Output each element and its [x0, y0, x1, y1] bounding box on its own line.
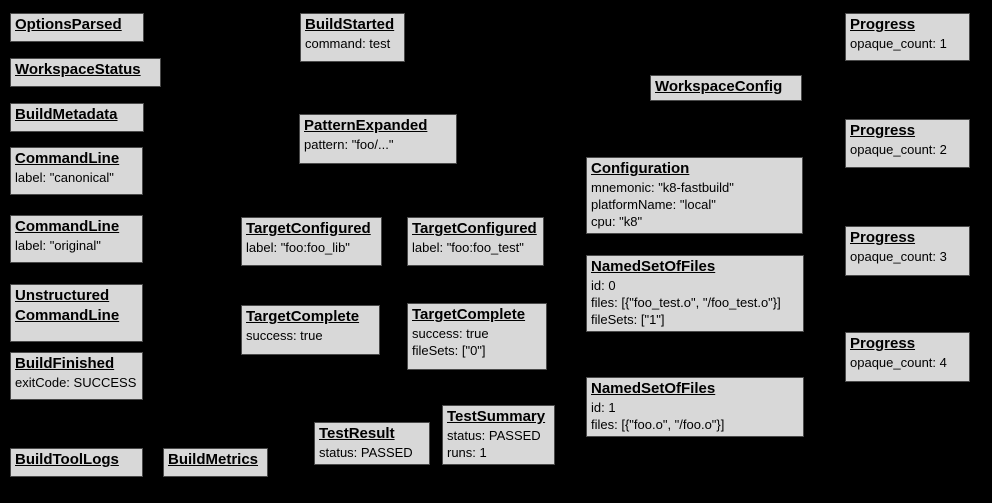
- node-title: BuildMetrics: [168, 451, 259, 468]
- node-field: exitCode: SUCCESS: [15, 375, 137, 390]
- node-field: success: true: [412, 326, 489, 341]
- node-build-metadata: BuildMetadata: [10, 103, 144, 132]
- node-title: TargetComplete: [246, 308, 360, 325]
- node-field: label: "foo:foo_lib": [246, 240, 350, 255]
- node-options-parsed: OptionsParsed: [10, 13, 144, 42]
- node-title: TargetConfigured: [246, 220, 371, 237]
- node-build-finished: BuildFinished exitCode: SUCCESS: [10, 352, 143, 400]
- node-field: fileSets: ["0"]: [412, 343, 486, 358]
- node-test-result: TestResult status: PASSED: [314, 422, 430, 465]
- node-field: opaque_count: 2: [850, 142, 947, 157]
- node-field: platformName: "local": [591, 197, 716, 212]
- node-title: TargetComplete: [412, 306, 526, 323]
- node-field: label: "foo:foo_test": [412, 240, 524, 255]
- node-field: success: true: [246, 328, 323, 343]
- node-progress-2: Progress opaque_count: 2: [845, 119, 970, 168]
- node-field: mnemonic: "k8-fastbuild": [591, 180, 734, 195]
- node-workspace-status: WorkspaceStatus: [10, 58, 161, 87]
- node-title: BuildMetadata: [15, 106, 118, 123]
- node-build-started: BuildStarted command: test: [300, 13, 405, 62]
- node-field: opaque_count: 4: [850, 355, 947, 370]
- node-field: runs: 1: [447, 445, 487, 460]
- node-workspace-config: WorkspaceConfig: [650, 75, 802, 101]
- node-progress-1: Progress opaque_count: 1: [845, 13, 970, 61]
- node-field: files: [{"foo_test.o", "/foo_test.o"}]: [591, 295, 781, 310]
- node-title: CommandLine: [15, 307, 120, 324]
- node-test-summary: TestSummary status: PASSED runs: 1: [442, 405, 555, 465]
- node-title: WorkspaceStatus: [15, 61, 141, 78]
- node-field: label: "original": [15, 238, 101, 253]
- node-field: opaque_count: 3: [850, 249, 947, 264]
- node-title: Unstructured: [15, 287, 110, 304]
- node-title: BuildToolLogs: [15, 451, 119, 468]
- node-progress-4: Progress opaque_count: 4: [845, 332, 970, 382]
- node-title: PatternExpanded: [304, 117, 428, 134]
- node-title: NamedSetOfFiles: [591, 380, 716, 397]
- node-field: id: 0: [591, 278, 616, 293]
- node-title: CommandLine: [15, 150, 120, 167]
- node-title: NamedSetOfFiles: [591, 258, 716, 275]
- node-field: fileSets: ["1"]: [591, 312, 665, 327]
- node-target-complete-test: TargetComplete success: true fileSets: ["0…: [407, 303, 547, 370]
- node-target-configured-lib: TargetConfigured label: "foo:foo_lib": [241, 217, 382, 266]
- node-field: label: "canonical": [15, 170, 114, 185]
- node-title: Progress: [850, 229, 916, 246]
- node-build-metrics: BuildMetrics: [163, 448, 268, 477]
- node-target-complete-lib: TargetComplete success: true: [241, 305, 380, 355]
- node-command-line-canonical: CommandLine label: "canonical": [10, 147, 143, 195]
- node-title: TargetConfigured: [412, 220, 537, 237]
- node-named-set-of-files-0: NamedSetOfFiles id: 0 files: [{"foo_test.o…: [586, 255, 804, 332]
- node-field: pattern: "foo/...": [304, 137, 394, 152]
- node-field: status: PASSED: [447, 428, 541, 443]
- node-title: BuildFinished: [15, 355, 115, 372]
- node-field: files: [{"foo.o", "/foo.o"}]: [591, 417, 725, 432]
- node-field: command: test: [305, 36, 391, 51]
- node-build-tool-logs: BuildToolLogs: [10, 448, 143, 477]
- node-command-line-original: CommandLine label: "original": [10, 215, 143, 263]
- node-progress-3: Progress opaque_count: 3: [845, 226, 970, 276]
- node-field: id: 1: [591, 400, 616, 415]
- node-title: Progress: [850, 122, 916, 139]
- node-field: status: PASSED: [319, 445, 413, 460]
- node-title: Progress: [850, 16, 916, 33]
- node-title: WorkspaceConfig: [655, 78, 783, 95]
- node-configuration: Configuration mnemonic: "k8-fastbuild" pla…: [586, 157, 803, 234]
- node-title: Progress: [850, 335, 916, 352]
- node-title: CommandLine: [15, 218, 120, 235]
- node-field: cpu: "k8": [591, 214, 643, 229]
- node-title: BuildStarted: [305, 16, 395, 33]
- node-title: TestSummary: [447, 408, 546, 425]
- node-title: Configuration: [591, 160, 690, 177]
- node-named-set-of-files-1: NamedSetOfFiles id: 1 files: [{"foo.o", "/…: [586, 377, 804, 437]
- node-title: TestResult: [319, 425, 395, 442]
- node-pattern-expanded: PatternExpanded pattern: "foo/...": [299, 114, 457, 164]
- node-target-configured-test: TargetConfigured label: "foo:foo_test": [407, 217, 544, 266]
- node-field: opaque_count: 1: [850, 36, 947, 51]
- node-title: OptionsParsed: [15, 16, 122, 33]
